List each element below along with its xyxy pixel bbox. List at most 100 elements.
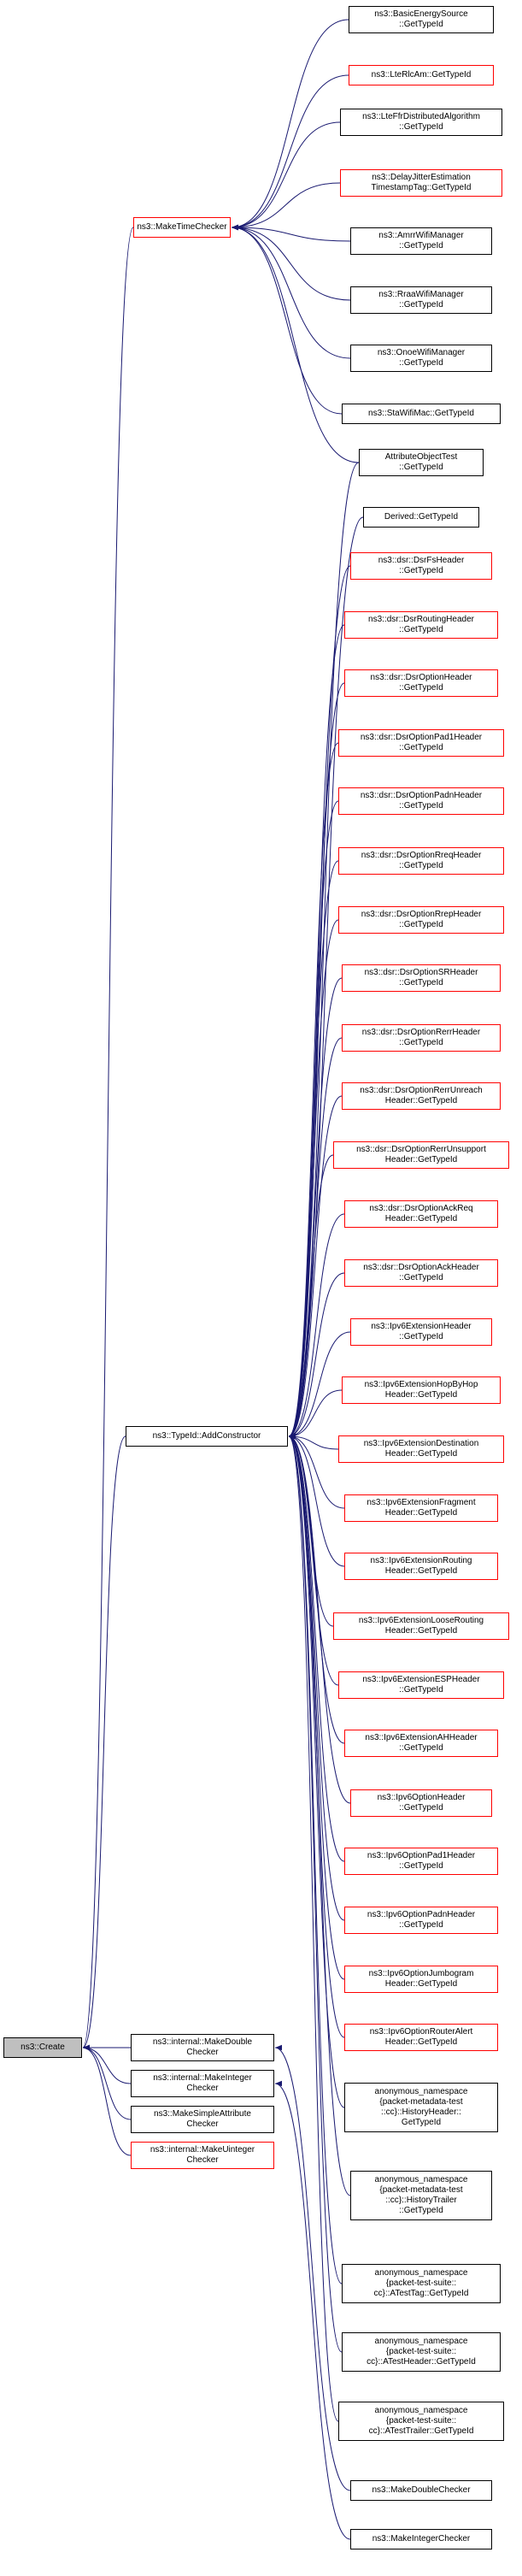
node-label-line: Header::GetTypeId: [384, 1508, 458, 1518]
node-rraawifi[interactable]: ns3::RraaWifiManager::GetTypeId: [350, 286, 492, 314]
node-label-line: ns3::Ipv6OptionJumbogram: [368, 1969, 474, 1978]
node-addconstructor[interactable]: ns3::TypeId::AddConstructor: [126, 1426, 288, 1447]
node-label-line: ns3::Ipv6ExtensionHopByHop: [364, 1380, 478, 1389]
node-onoewifi[interactable]: ns3::OnoeWifiManager::GetTypeId: [350, 345, 492, 372]
node-label-line: ::GetTypeId: [399, 625, 443, 634]
edge-lteffr-to-maketimechecker: [231, 121, 341, 231]
node-label-line: ns3::OnoeWifiManager: [377, 348, 466, 357]
node-dsrroutingheader[interactable]: ns3::dsr::DsrRoutingHeader::GetTypeId: [344, 611, 498, 639]
node-label-line: ns3::TypeId::AddConstructor: [152, 1431, 261, 1441]
edge-dsrsr-to-addconstructor: [288, 977, 343, 1440]
node-anonatesttrailer[interactable]: anonymous_namespace{packet-test-suite::c…: [338, 2402, 504, 2441]
node-label-line: ::GetTypeId: [399, 300, 443, 309]
node-lterlcam[interactable]: ns3::LteRlcAm::GetTypeId: [349, 65, 494, 85]
edge-makeintegerchecker_int-to-create: [82, 2044, 132, 2084]
node-dsrrrep[interactable]: ns3::dsr::DsrOptionRrepHeader::GetTypeId: [338, 906, 504, 934]
node-makeintegerchecker[interactable]: ns3::MakeIntegerChecker: [350, 2529, 492, 2549]
node-label-line: ::GetTypeId: [399, 1743, 443, 1753]
node-ipv6ext[interactable]: ns3::Ipv6ExtensionHeader::GetTypeId: [350, 1318, 492, 1346]
node-label-line: AttributeObjectTest: [384, 452, 458, 462]
node-label-line: ::GetTypeId: [399, 1332, 443, 1341]
node-label-line: cc}::ATestTrailer::GetTypeId: [368, 2426, 474, 2436]
node-label-line: Header::GetTypeId: [384, 2037, 458, 2047]
node-label-line: ns3::dsr::DsrOptionRrepHeader: [361, 910, 482, 919]
node-anonatesttag[interactable]: anonymous_namespace{packet-test-suite::c…: [342, 2264, 501, 2303]
node-dsrrerr[interactable]: ns3::dsr::DsrOptionRerrHeader::GetTypeId: [342, 1024, 501, 1052]
node-lteffr[interactable]: ns3::LteFfrDistributedAlgorithm::GetType…: [340, 109, 502, 136]
node-label-line: ns3::dsr::DsrOptionAckHeader: [363, 1263, 479, 1272]
node-ipv6optpad1[interactable]: ns3::Ipv6OptionPad1Header::GetTypeId: [344, 1848, 498, 1875]
edge-dsrrerrunsupport-to-addconstructor: [288, 1154, 334, 1440]
node-label-line: ns3::LteFfrDistributedAlgorithm: [362, 112, 480, 121]
edge-stawifimac-to-maketimechecker: [231, 224, 343, 415]
node-label-line: Header::GetTypeId: [384, 1566, 458, 1576]
node-stawifimac[interactable]: ns3::StaWifiMac::GetTypeId: [342, 404, 501, 424]
edge-onoewifi-to-maketimechecker: [231, 224, 351, 359]
node-dsrpadn[interactable]: ns3::dsr::DsrOptionPadnHeader::GetTypeId: [338, 787, 504, 815]
node-dsrsr[interactable]: ns3::dsr::DsrOptionSRHeader::GetTypeId: [342, 964, 501, 992]
node-label-line: ns3::Ipv6OptionRouterAlert: [369, 2027, 473, 2037]
node-ipv6ah[interactable]: ns3::Ipv6ExtensionAHHeader::GetTypeId: [344, 1730, 498, 1757]
node-anonhistoryheader[interactable]: anonymous_namespace{packet-metadata-test…: [344, 2083, 498, 2132]
node-label-line: ::GetTypeId: [399, 1920, 443, 1930]
node-dsrrreq[interactable]: ns3::dsr::DsrOptionRreqHeader::GetTypeId: [338, 847, 504, 875]
edge-ipv6opt-to-addconstructor: [288, 1433, 351, 1804]
node-anonhistorytrailer[interactable]: anonymous_namespace{packet-metadata-test…: [350, 2171, 492, 2220]
node-attrobjtest[interactable]: AttributeObjectTest::GetTypeId: [359, 449, 484, 476]
node-dsrfsheader[interactable]: ns3::dsr::DsrFsHeader::GetTypeId: [350, 552, 492, 580]
node-label-line: Header::GetTypeId: [384, 1979, 458, 1989]
node-label-line: ns3::dsr::DsrOptionHeader: [370, 673, 472, 682]
node-label-line: ::GetTypeId: [399, 920, 443, 929]
edge-makesimpleattr-to-create: [82, 2044, 132, 2120]
node-maketimechecker[interactable]: ns3::MakeTimeChecker: [133, 217, 231, 238]
edge-anonhistoryheader-to-addconstructor: [288, 1433, 345, 2108]
node-label-line: ::GetTypeId: [399, 566, 443, 575]
node-label-line: anonymous_namespace: [374, 2268, 468, 2278]
node-label-line: anonymous_namespace: [374, 2087, 468, 2096]
node-label-line: ns3::internal::MakeInteger: [153, 2073, 252, 2083]
node-label-line: ns3::Ipv6ExtensionESPHeader: [362, 1675, 480, 1684]
edge-delayjitter-to-maketimechecker: [231, 182, 341, 231]
edge-rraawifi-to-maketimechecker: [231, 224, 351, 301]
node-amrrwifi[interactable]: ns3::AmrrWifiManager::GetTypeId: [350, 227, 492, 255]
node-label-line: ns3::Ipv6ExtensionFragment: [367, 1498, 476, 1507]
edge-ipv6jumbo-to-addconstructor: [288, 1433, 345, 1980]
node-label-line: ::GetTypeId: [399, 1685, 443, 1695]
node-label-line: ::GetTypeId: [399, 122, 443, 132]
node-label-line: ::GetTypeId: [399, 20, 443, 29]
node-basicenergy[interactable]: ns3::BasicEnergySource::GetTypeId: [349, 6, 494, 33]
node-anonatestheader[interactable]: anonymous_namespace{packet-test-suite::c…: [342, 2332, 501, 2372]
node-dsrpad1[interactable]: ns3::dsr::DsrOptionPad1Header::GetTypeId: [338, 729, 504, 757]
node-derived[interactable]: Derived::GetTypeId: [363, 507, 479, 528]
node-makedoublechecker[interactable]: ns3::MakeDoubleChecker: [350, 2480, 492, 2501]
node-dsrack[interactable]: ns3::dsr::DsrOptionAckHeader::GetTypeId: [344, 1259, 498, 1287]
node-label-line: ns3::dsr::DsrOptionPad1Header: [360, 733, 483, 742]
node-label-line: ns3::dsr::DsrOptionPadnHeader: [360, 791, 483, 800]
edge-anonatesttag-to-addconstructor: [288, 1434, 343, 2284]
node-dsroptionheader[interactable]: ns3::dsr::DsrOptionHeader::GetTypeId: [344, 669, 498, 697]
node-label-line: Header::GetTypeId: [384, 1449, 458, 1459]
node-label-line: Derived::GetTypeId: [384, 512, 459, 522]
edge-lterlcam-to-maketimechecker: [231, 74, 349, 231]
node-ipv6opt[interactable]: ns3::Ipv6OptionHeader::GetTypeId: [350, 1789, 492, 1817]
edge-dsrackreq-to-addconstructor: [288, 1213, 345, 1440]
node-label-line: ns3::BasicEnergySource: [374, 9, 468, 19]
node-ipv6optpadn[interactable]: ns3::Ipv6OptionPadnHeader::GetTypeId: [344, 1907, 498, 1934]
node-label-line: ns3::dsr::DsrOptionSRHeader: [364, 968, 478, 977]
node-ipv6esp[interactable]: ns3::Ipv6ExtensionESPHeader::GetTypeId: [338, 1671, 504, 1699]
